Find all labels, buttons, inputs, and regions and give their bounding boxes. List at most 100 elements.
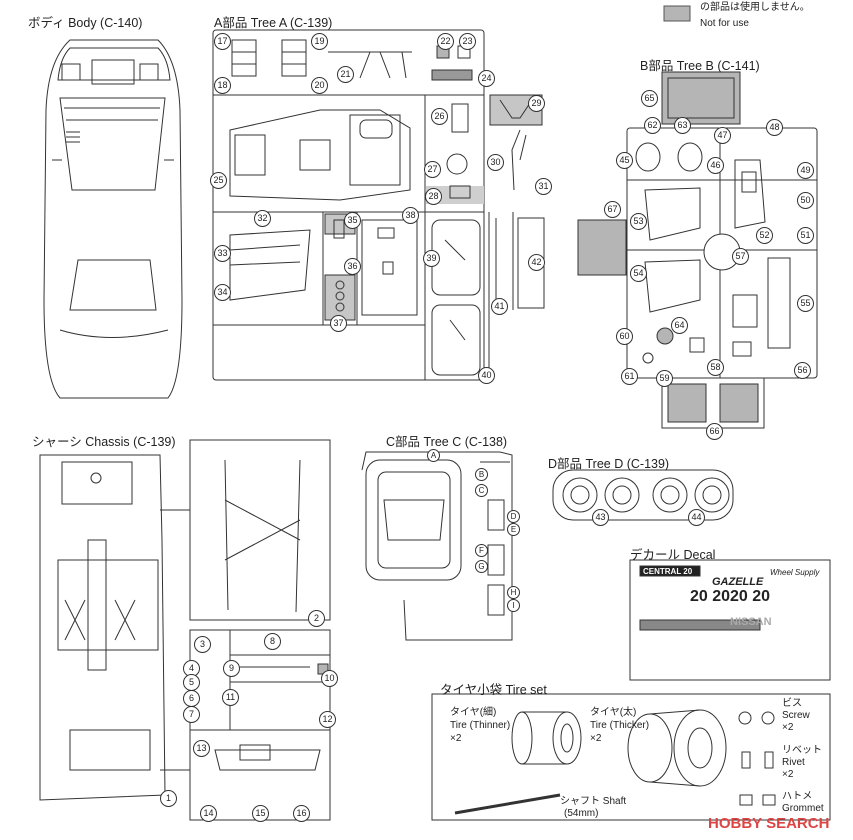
part-number-17: 17 [214, 33, 231, 50]
part-number-35: 35 [344, 212, 361, 229]
decal-central: CENTRAL 20 [643, 567, 693, 576]
part-number-52: 52 [756, 227, 773, 244]
part-number-54: 54 [630, 265, 647, 282]
part-number-63: 63 [674, 117, 691, 134]
tree-d-frame [552, 469, 734, 521]
tree-c-frame [361, 451, 513, 641]
part-number-a: A [427, 449, 440, 462]
chassis-frame [39, 439, 331, 821]
part-number-41: 41 [491, 298, 508, 315]
legend-text-en: Not for use [700, 18, 749, 29]
decal-number-20-b: 20 20 [730, 588, 771, 605]
part-number-21: 21 [337, 66, 354, 83]
tire-thin-jp: タイヤ(細) [450, 707, 497, 718]
part-number-61: 61 [621, 368, 638, 385]
part-number-37: 37 [330, 315, 347, 332]
decal-number-20: 20 20 [690, 588, 731, 605]
part-number-58: 58 [707, 359, 724, 376]
section-title-chassis: シャーシ Chassis (C-139) [32, 435, 176, 449]
part-number-36: 36 [344, 258, 361, 275]
part-number-19: 19 [311, 33, 328, 50]
rivet-jp: リベット [782, 745, 822, 756]
part-number-h: H [507, 586, 520, 599]
part-number-28: 28 [425, 188, 442, 205]
part-number-27: 27 [424, 161, 441, 178]
part-number-23: 23 [459, 33, 476, 50]
part-number-d: D [507, 510, 520, 523]
part-number-67: 67 [604, 201, 621, 218]
rivet-en: Rivet [782, 757, 805, 768]
section-title-tree-b: B部品 Tree B (C-141) [640, 59, 760, 73]
tree-a-frame [212, 29, 545, 381]
part-number-15: 15 [252, 805, 269, 822]
decal-wheel-supply: Wheel Supply [770, 568, 820, 577]
part-number-16: 16 [293, 805, 310, 822]
part-number-39: 39 [423, 250, 440, 267]
part-number-40: 40 [478, 367, 495, 384]
section-title-tree-c: C部品 Tree C (C-138) [386, 435, 508, 449]
part-number-20: 20 [311, 77, 328, 94]
part-number-30: 30 [487, 154, 504, 171]
part-number-b: B [475, 468, 488, 481]
section-title-tree-d: D部品 Tree D (C-139) [548, 457, 670, 471]
part-number-9: 9 [223, 660, 240, 677]
part-number-57: 57 [732, 248, 749, 265]
part-number-13: 13 [193, 740, 210, 757]
part-number-51: 51 [797, 227, 814, 244]
part-number-66: 66 [706, 423, 723, 440]
screw-en: Screw [782, 710, 810, 721]
part-number-47: 47 [714, 127, 731, 144]
decal-nissan: NISSAN [730, 616, 772, 628]
grommet-en: Grommet [782, 803, 824, 814]
watermark: HOBBY SEARCH [708, 815, 830, 832]
part-number-46: 46 [707, 157, 724, 174]
tire-set-box [431, 693, 831, 821]
decal-sheet [629, 559, 831, 681]
part-number-7: 7 [183, 706, 200, 723]
part-number-26: 26 [431, 108, 448, 125]
part-number-65: 65 [641, 90, 658, 107]
section-title-body: ボディ Body (C-140) [28, 16, 143, 30]
part-number-f: F [475, 544, 488, 557]
part-number-62: 62 [644, 117, 661, 134]
part-number-64: 64 [671, 317, 688, 334]
part-number-1: 1 [160, 790, 177, 807]
part-number-31: 31 [535, 178, 552, 195]
part-number-3: 3 [194, 636, 211, 653]
legend-text-jp: の部品は使用しません。 [700, 2, 810, 13]
part-number-12: 12 [319, 711, 336, 728]
part-number-59: 59 [656, 370, 673, 387]
tree-b-frame [577, 71, 818, 429]
part-number-c: C [475, 484, 488, 497]
part-number-2: 2 [308, 610, 325, 627]
part-number-43: 43 [592, 509, 609, 526]
section-title-tree-a: A部品 Tree A (C-139) [214, 16, 333, 30]
part-number-53: 53 [630, 213, 647, 230]
part-number-22: 22 [437, 33, 454, 50]
part-number-14: 14 [200, 805, 217, 822]
part-number-48: 48 [766, 119, 783, 136]
part-number-6: 6 [183, 690, 200, 707]
part-number-18: 18 [214, 77, 231, 94]
tire-thick-qty: ×2 [590, 733, 602, 744]
tire-thick-jp: タイヤ(太) [590, 707, 637, 718]
part-number-g: G [475, 560, 488, 573]
part-number-5: 5 [183, 674, 200, 691]
rivet-qty: ×2 [782, 769, 794, 780]
part-number-10: 10 [321, 670, 338, 687]
part-number-i: I [507, 599, 520, 612]
part-number-50: 50 [797, 192, 814, 209]
tire-thin-en: Tire (Thinner) [450, 720, 511, 731]
part-number-45: 45 [616, 152, 633, 169]
section-title-tire-set: タイヤ小袋 Tire set [440, 683, 547, 697]
part-number-56: 56 [794, 362, 811, 379]
part-number-34: 34 [214, 284, 231, 301]
part-number-55: 55 [797, 295, 814, 312]
part-number-29: 29 [528, 95, 545, 112]
tire-thin-qty: ×2 [450, 733, 462, 744]
part-number-24: 24 [478, 70, 495, 87]
part-number-25: 25 [210, 172, 227, 189]
decal-gazelle: GAZELLE [712, 576, 764, 588]
part-number-44: 44 [688, 509, 705, 526]
